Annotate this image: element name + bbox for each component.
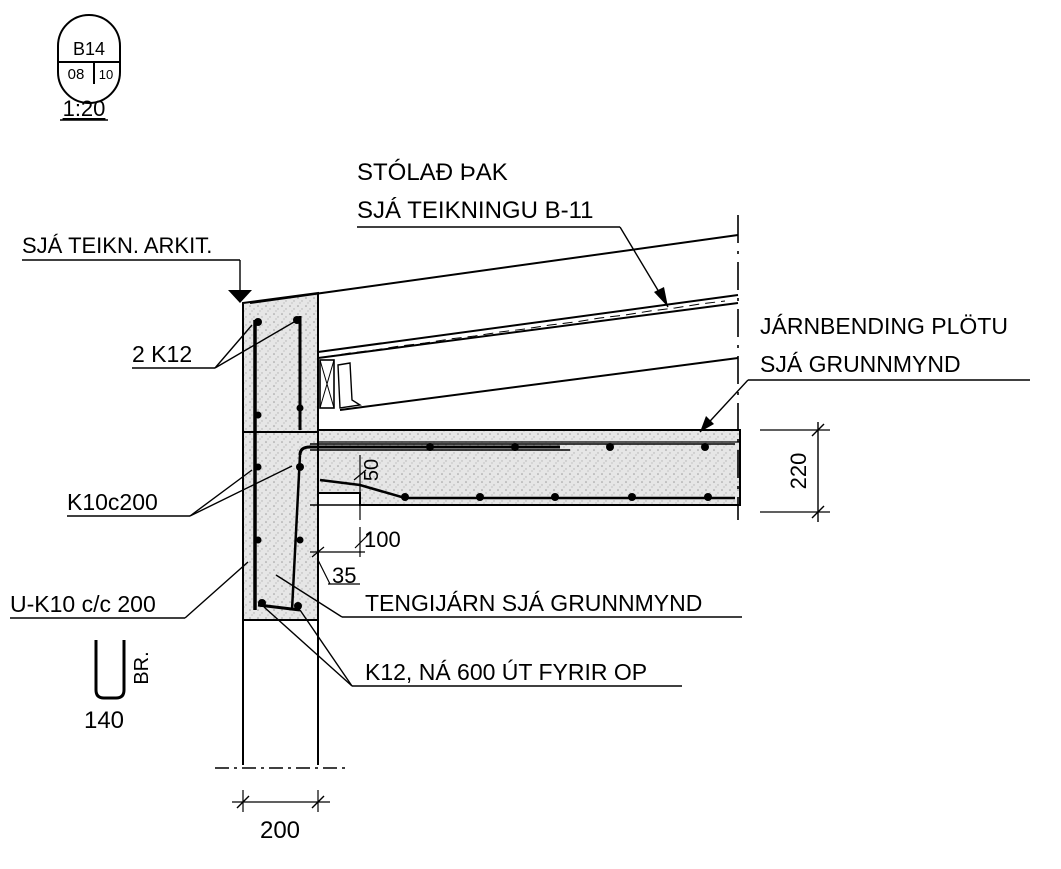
roof-title: STÓLAÐ ÞAK bbox=[357, 159, 508, 186]
sheet-number-left: 08 bbox=[68, 66, 85, 83]
u-bar-width: 140 bbox=[84, 707, 124, 734]
arch-ref: SJÁ TEIKN. ARKIT. bbox=[22, 233, 212, 258]
annotations: STÓLAÐ ÞAK SJÁ TEIKNINGU B-11 SJÁ TEIKN.… bbox=[10, 159, 1030, 687]
detail-id: B14 bbox=[73, 39, 105, 59]
tie-bars-label: TENGIJÁRN SJÁ GRUNNMYND bbox=[365, 590, 702, 616]
cover-dim: 35 bbox=[332, 563, 356, 588]
scale-label: 1:20 bbox=[63, 96, 106, 121]
k12-opening-label: K12, NÁ 600 ÚT FYRIR OP bbox=[365, 659, 647, 685]
reinforcement bbox=[253, 316, 735, 612]
slab-reinf-line-1: JÁRNBENDING PLÖTU bbox=[760, 313, 1008, 339]
concrete-section bbox=[215, 291, 741, 769]
ledge-width-dim: 100 bbox=[364, 527, 401, 552]
sheet-number-right: 10 bbox=[99, 67, 113, 82]
roof-assembly bbox=[249, 215, 739, 520]
u-bar-label: BR. bbox=[131, 651, 153, 684]
slab-thickness-dim: 220 bbox=[786, 453, 811, 490]
rebar-dots bbox=[254, 316, 712, 610]
ledge-height-dim: 50 bbox=[361, 459, 383, 481]
dimensions: 220 50 100 35 200 bbox=[232, 422, 830, 844]
bars-k10c200-label: K10c200 bbox=[67, 489, 158, 515]
bars-uk10-label: U-K10 c/c 200 bbox=[10, 591, 156, 617]
roof-ref: SJÁ TEIKNINGU B-11 bbox=[357, 197, 594, 224]
bars-2k12-label: 2 K12 bbox=[132, 341, 192, 367]
u-bar-symbol: 140 BR. bbox=[84, 640, 153, 734]
detail-marker: B14 08 10 1:20 bbox=[57, 14, 121, 121]
slab-reinf-line-2: SJÁ GRUNNMYND bbox=[760, 351, 961, 377]
wall-width-dim: 200 bbox=[260, 817, 300, 844]
